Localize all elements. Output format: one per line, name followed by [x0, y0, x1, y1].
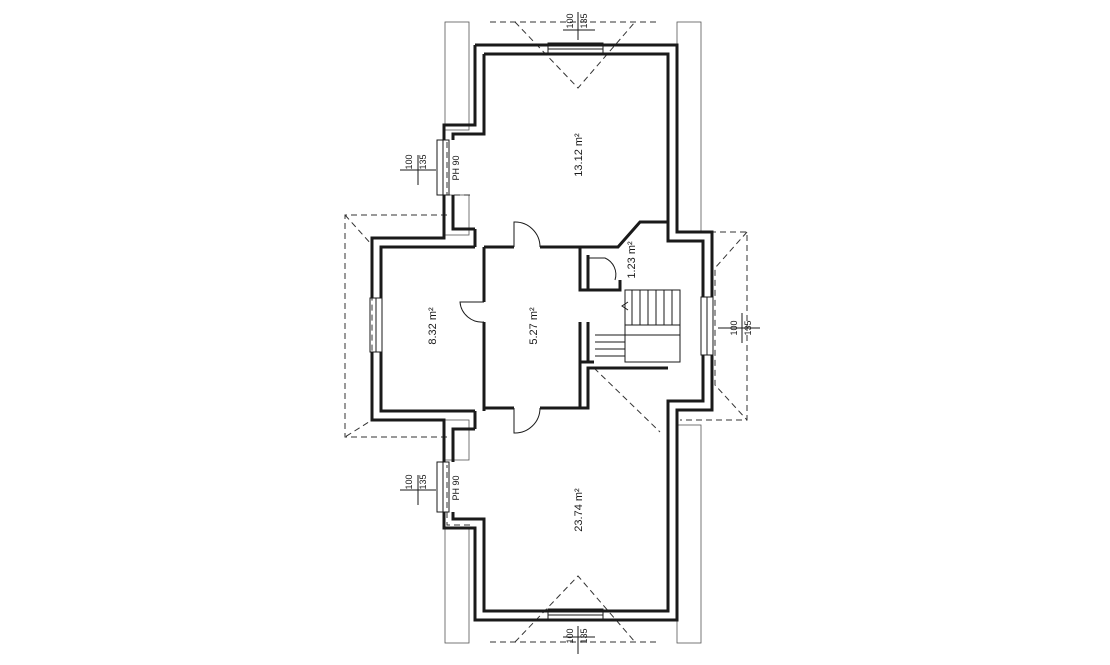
- room-area-hall: 5.27 m²: [528, 307, 540, 345]
- dim-left-top-b: 135: [418, 154, 428, 169]
- dim-top-b: 135: [579, 13, 589, 28]
- dim-left-bottom-b: 135: [418, 474, 428, 489]
- dim-left-bottom-a: 100: [404, 474, 414, 489]
- window-tag-top: PH 90: [451, 155, 461, 180]
- window-tag-bottom: PH 90: [451, 475, 461, 500]
- room-area-left: 8.32 m²: [427, 307, 439, 345]
- staircase: [595, 289, 681, 363]
- windows: [369, 42, 714, 622]
- room-area-top: 13.12 m²: [573, 133, 585, 177]
- roof-strips: [444, 21, 702, 644]
- dim-left-top-a: 100: [404, 154, 414, 169]
- room-area-small: 1.23 m²: [626, 241, 638, 279]
- exterior-walls: [370, 43, 714, 622]
- interior-walls: [473, 220, 668, 429]
- dim-right-a: 100: [729, 320, 739, 335]
- dimension-lines: [400, 12, 760, 654]
- dim-bottom-a: 100: [565, 628, 575, 643]
- room-area-bottom: 23.74 m²: [573, 488, 585, 532]
- doors: [459, 221, 617, 434]
- dim-top-a: 100: [565, 13, 575, 28]
- dim-right-b: 135: [743, 320, 753, 335]
- dim-bottom-b: 135: [579, 628, 589, 643]
